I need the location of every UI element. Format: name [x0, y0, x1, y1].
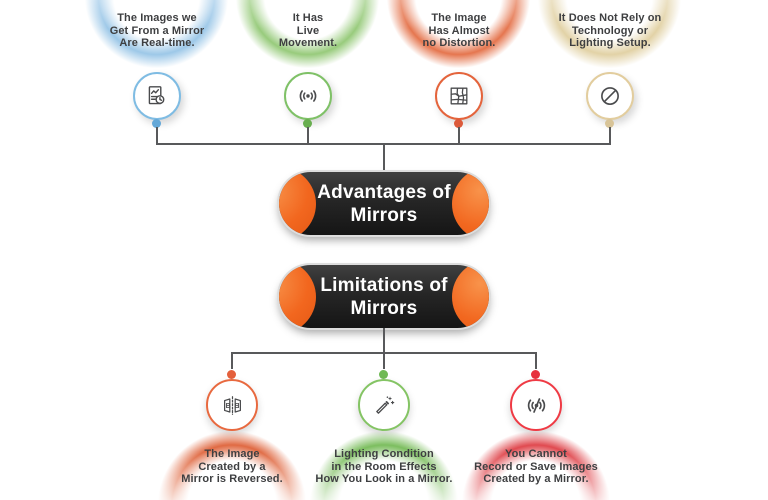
limitation-text: You Cannot Record or Save Images Created…: [474, 448, 598, 485]
connector-line: [609, 127, 611, 144]
icon-circle: [133, 72, 181, 120]
no-technology-icon: [601, 87, 619, 105]
advantage-item: The Image Has Almost no Distortion.: [384, 0, 534, 134]
mirrored-image-icon: B B: [223, 395, 241, 415]
connector-line: [231, 354, 233, 369]
connector-dot: [152, 119, 161, 128]
icon-circle: [510, 379, 562, 431]
advantage-text: The Image Has Almost no Distortion.: [422, 12, 496, 49]
icon-circle: [284, 72, 332, 120]
magic-wand-icon: [375, 395, 394, 414]
connector-line: [383, 328, 385, 354]
advantage-item: It Has Live Movement.: [233, 0, 383, 134]
icon-circle: [435, 72, 483, 120]
advantage-text: It Has Live Movement.: [278, 12, 338, 49]
connector-dot: [227, 370, 236, 379]
advantage-item: The Images we Get From a Mirror Are Real…: [82, 0, 232, 134]
live-signal-icon: [299, 90, 317, 102]
advantages-pill: Advantages of Mirrors: [279, 172, 489, 235]
connector-line: [307, 127, 309, 144]
broken-mirror-icon: [450, 87, 468, 105]
limitation-item: You Cannot Record or Save Images Created…: [461, 370, 611, 500]
icon-circle: [358, 379, 410, 431]
connector-line: [383, 145, 385, 172]
connector-line: [535, 354, 537, 369]
limitation-item: Lighting Condition in the Room Effects H…: [309, 370, 459, 500]
icon-circle: [586, 72, 634, 120]
svg-text:B: B: [225, 403, 230, 410]
advantage-item: It Does Not Rely on Technology or Lighti…: [535, 0, 685, 134]
connector-line: [156, 127, 158, 144]
limitations-pill-label: Limitations of Mirrors: [320, 274, 448, 319]
realtime-report-icon: [148, 86, 165, 105]
no-recording-icon: [527, 397, 545, 413]
limitation-item: B B The Image Created by a Mirror is Rev…: [157, 370, 307, 500]
connector-dot: [454, 119, 463, 128]
connector-dot: [379, 370, 388, 379]
advantage-text: The Images we Get From a Mirror Are Real…: [109, 12, 205, 49]
limitation-text: The Image Created by a Mirror is Reverse…: [181, 448, 283, 485]
limitation-text: Lighting Condition in the Room Effects H…: [315, 448, 453, 485]
connector-dot: [303, 119, 312, 128]
limitations-pill: Limitations of Mirrors: [279, 265, 489, 328]
connector-line: [383, 354, 385, 369]
connector-line: [231, 352, 537, 354]
connector-dot: [531, 370, 540, 379]
svg-text:B: B: [234, 403, 239, 410]
connector-line: [458, 127, 460, 144]
icon-circle: B B: [206, 379, 258, 431]
advantage-text: It Does Not Rely on Technology or Lighti…: [558, 12, 662, 49]
connector-dot: [605, 119, 614, 128]
advantages-pill-label: Advantages of Mirrors: [317, 181, 451, 226]
connector-line: [156, 143, 611, 145]
